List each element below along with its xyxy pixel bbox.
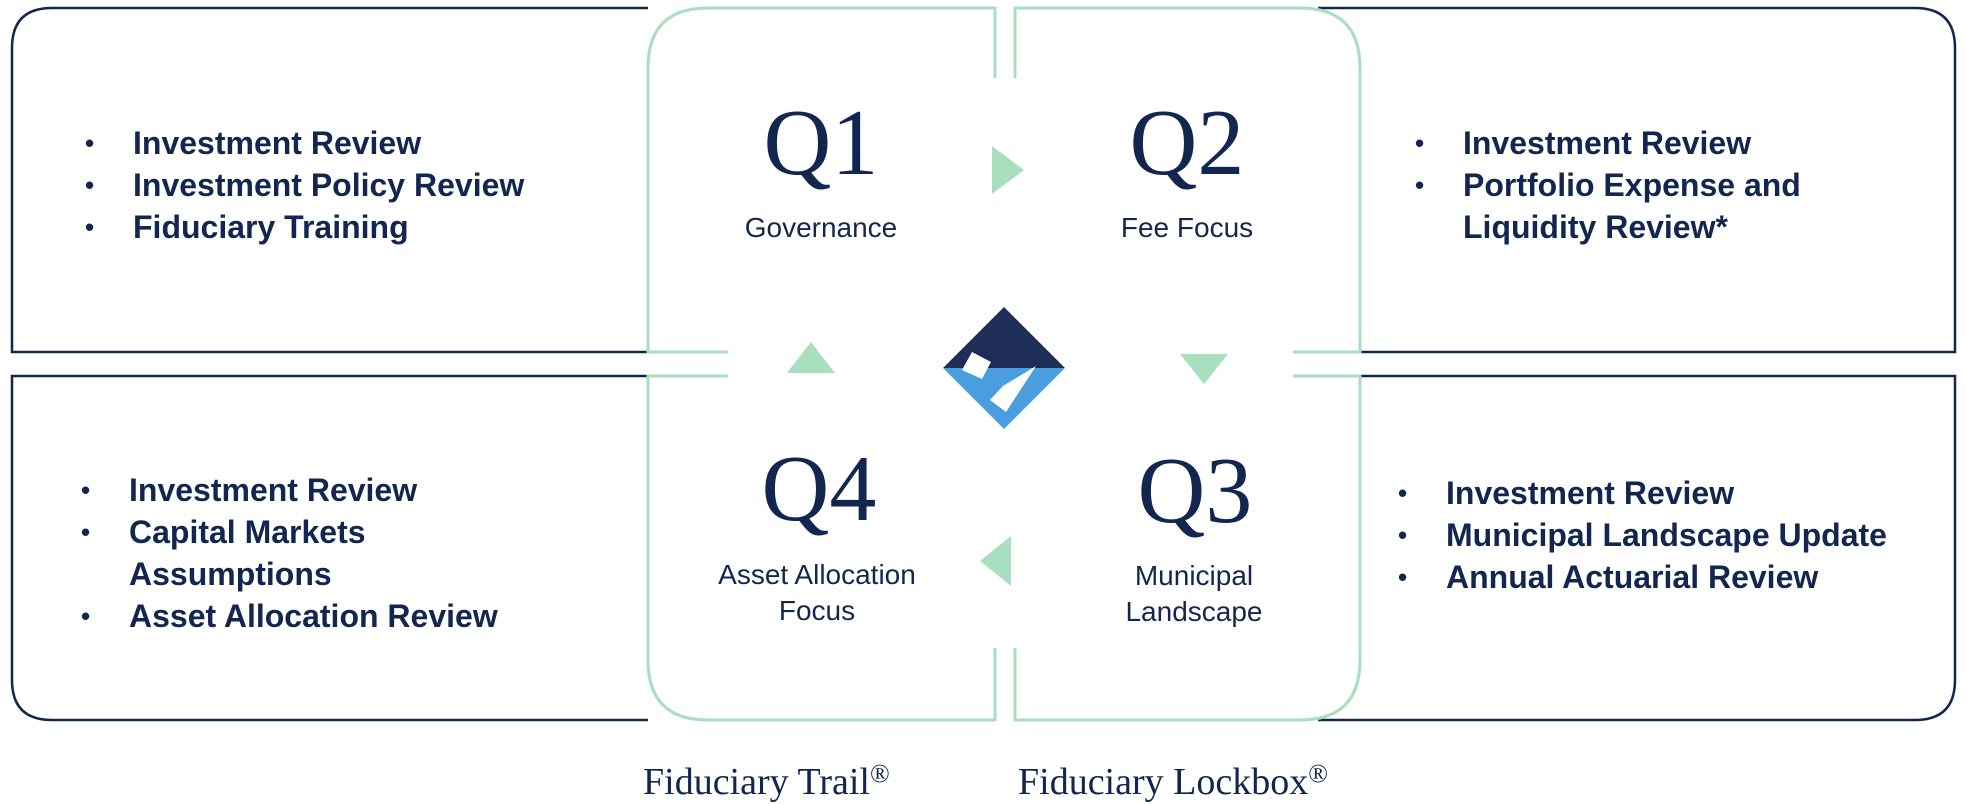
- list-item: Investment Policy Review: [83, 164, 623, 206]
- list-item: Fiduciary Training: [83, 206, 623, 248]
- q1-subtitle: Governance: [744, 212, 898, 243]
- q2-label: Q2: [1129, 91, 1245, 195]
- q2-activities-list: Investment Review Portfolio Expense and …: [1413, 122, 1813, 248]
- fiducient-logo-icon: [943, 307, 1065, 429]
- center-frame-left-lower: [646, 374, 997, 722]
- arrow-down-icon: [1180, 354, 1228, 384]
- q3-subtitle-line-2: Landscape: [1125, 596, 1263, 627]
- arrow-up-icon: [787, 342, 835, 373]
- q2-subtitle: Fee Focus: [1120, 212, 1254, 243]
- panel-top-right-frame: [1318, 6, 1957, 354]
- registered-mark: ®: [869, 759, 890, 788]
- registered-mark: ®: [1308, 759, 1328, 788]
- list-item: Investment Review: [83, 122, 623, 164]
- list-item: Portfolio Expense and Liquidity Review*: [1413, 164, 1813, 248]
- center-frame-right-lower: [1013, 374, 1362, 722]
- q3-label: Q3: [1137, 439, 1253, 543]
- q4-subtitle: Asset Allocation Focus: [687, 557, 947, 629]
- q4-activities-list: Investment Review Capital Markets Assump…: [79, 469, 599, 637]
- arrow-right-icon: [992, 146, 1024, 194]
- panel-top-left-frame: [10, 6, 648, 354]
- q4-label: Q4: [761, 437, 877, 541]
- q3-subtitle-line-1: Municipal: [1134, 560, 1254, 591]
- list-item: Investment Review: [79, 469, 599, 511]
- q3-activities-list: Investment Review Municipal Landscape Up…: [1396, 472, 1956, 598]
- q3-subtitle: Municipal Landscape: [1064, 558, 1324, 630]
- center-frame-right: [1013, 6, 1362, 354]
- fiduciary-trail-caption: Fiduciary Trail®: [643, 752, 890, 804]
- q1-activities-list: Investment Review Investment Policy Revi…: [83, 122, 623, 248]
- q4-subtitle-line-1: Asset Allocation: [718, 559, 916, 590]
- panel-bottom-right-frame: [1318, 374, 1957, 722]
- list-item: Investment Review: [1413, 122, 1813, 164]
- list-item: Capital Markets Assumptions: [79, 511, 449, 595]
- q1-label: Q1: [763, 91, 879, 195]
- fiduciary-lockbox-caption: Fiduciary Lockbox®: [1018, 752, 1328, 804]
- arrow-left-icon: [980, 536, 1011, 586]
- caption-text: Fiduciary Lockbox: [1018, 761, 1309, 803]
- caption-text: Fiduciary Trail: [643, 761, 870, 803]
- list-item: Asset Allocation Review: [79, 595, 599, 637]
- center-frame-left: [646, 6, 997, 354]
- q4-subtitle-line-2: Focus: [778, 595, 856, 626]
- list-item: Municipal Landscape Update: [1396, 514, 1956, 556]
- panel-bottom-left-frame: [10, 374, 648, 722]
- list-item: Annual Actuarial Review: [1396, 556, 1956, 598]
- list-item: Investment Review: [1396, 472, 1956, 514]
